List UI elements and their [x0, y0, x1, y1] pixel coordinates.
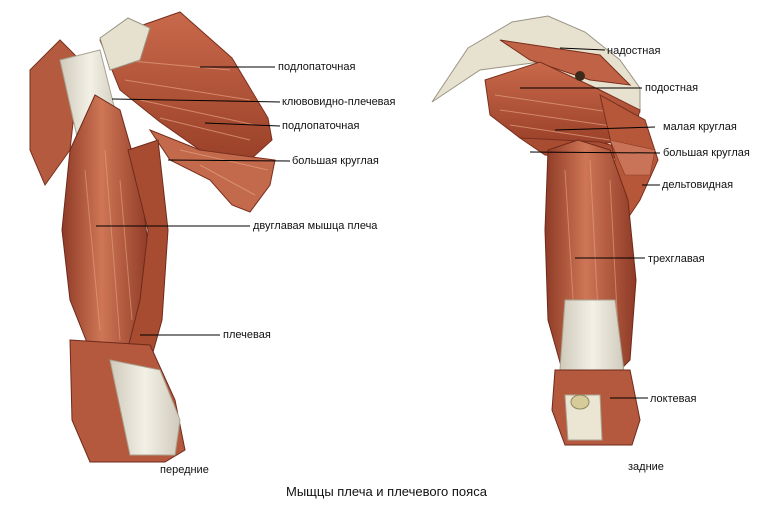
caption-posterior-view: задние — [628, 461, 664, 473]
caption-anterior-view: передние — [160, 464, 209, 476]
leader-teres-major-anterior — [167, 159, 291, 162]
label-anconeus: локтевая — [650, 393, 697, 405]
leader-teres-minor — [554, 126, 656, 131]
label-teres-major-anterior: большая круглая — [292, 155, 379, 167]
posterior-arm-illustration — [431, 15, 659, 446]
label-deltoid: дельтовидная — [662, 179, 734, 191]
anterior-arm-illustration — [29, 11, 276, 463]
leader-teres-major-posterior — [529, 151, 661, 154]
label-triceps: трехглавая — [648, 253, 705, 265]
figure-title: Мыщцы плеча и плечевого пояса — [286, 484, 487, 499]
leader-coracobrachialis — [111, 98, 281, 103]
label-brachialis: плечевая — [223, 329, 271, 341]
label-supraspinatus: надостная — [607, 45, 661, 57]
leader-lines — [96, 47, 661, 399]
leader-subscapularis-2 — [204, 122, 281, 127]
label-teres-major-posterior: большая круглая — [663, 147, 750, 159]
label-biceps-brachii: двуглавая мышца плеча — [253, 220, 378, 232]
label-subscapularis-anterior-1: подлопаточная — [278, 61, 356, 73]
leader-supraspinatus — [559, 47, 606, 51]
label-teres-minor: малая круглая — [663, 121, 737, 133]
label-subscapularis-anterior-2: подлопаточная — [282, 120, 360, 132]
label-coracobrachialis: клювовидно-плечевая — [282, 96, 396, 108]
label-infraspinatus: подостная — [645, 82, 699, 94]
